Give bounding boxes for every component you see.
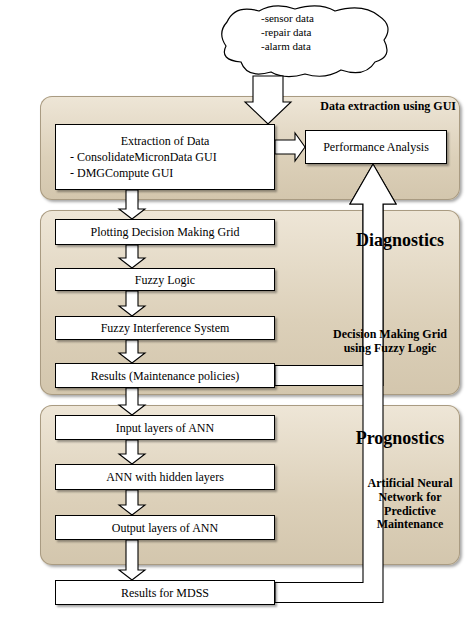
stage-panel: Data extraction using GUI Extraction of D… — [40, 96, 460, 200]
box-label: - ConsolidateMicronData GUI — [60, 149, 270, 165]
cloud-label: -sensor data — [261, 12, 314, 25]
panel-heading: Diagnostics — [345, 230, 455, 251]
process-box: Extraction of Data- ConsolidateMicronDat… — [55, 124, 275, 190]
stage-panel: DiagnosticsDecision Making Grid using Fu… — [40, 210, 460, 395]
cloud-label: -alarm data — [261, 40, 311, 53]
box-label: ANN with hidden layers — [60, 469, 270, 485]
box-label: Plotting Decision Making Grid — [60, 224, 270, 240]
process-box: Input layers of ANN — [55, 415, 275, 440]
box-label: Extraction of Data — [60, 133, 270, 149]
box-label: Input layers of ANN — [60, 420, 270, 436]
cloud-shape — [222, 6, 388, 77]
panel-side-label: Artificial Neural Network for Predictive… — [360, 477, 460, 532]
box-label: Results for MDSS — [60, 585, 270, 601]
process-box: Fuzzy Logic — [55, 268, 275, 291]
box-label: Fuzzy Logic — [60, 272, 270, 288]
process-box: Fuzzy Interference System — [55, 316, 275, 340]
process-box: Plotting Decision Making Grid — [55, 219, 275, 245]
stage-panel: PrognosticsArtificial Neural Network for… — [40, 405, 460, 565]
box-label: - DMGCompute GUI — [60, 165, 270, 181]
process-box: Output layers of ANN — [55, 515, 275, 540]
box-label: Results (Maintenance policies) — [60, 368, 270, 384]
process-box: Results (Maintenance policies) — [55, 363, 275, 388]
panel-side-label: Decision Making Grid using Fuzzy Logic — [322, 328, 458, 356]
process-box: Results for MDSS — [55, 580, 275, 605]
process-box: ANN with hidden layers — [55, 464, 275, 490]
box-label: Output layers of ANN — [60, 520, 270, 536]
panel-heading: Data extraction using GUI — [290, 100, 456, 114]
box-label: Fuzzy Interference System — [60, 320, 270, 336]
data-source-cloud: -sensor data-repair data-alarm data — [215, 0, 395, 82]
cloud-label: -repair data — [261, 26, 311, 39]
process-box: Performance Analysis — [305, 130, 447, 164]
box-label: Performance Analysis — [310, 139, 442, 155]
panel-heading: Prognostics — [345, 428, 455, 449]
